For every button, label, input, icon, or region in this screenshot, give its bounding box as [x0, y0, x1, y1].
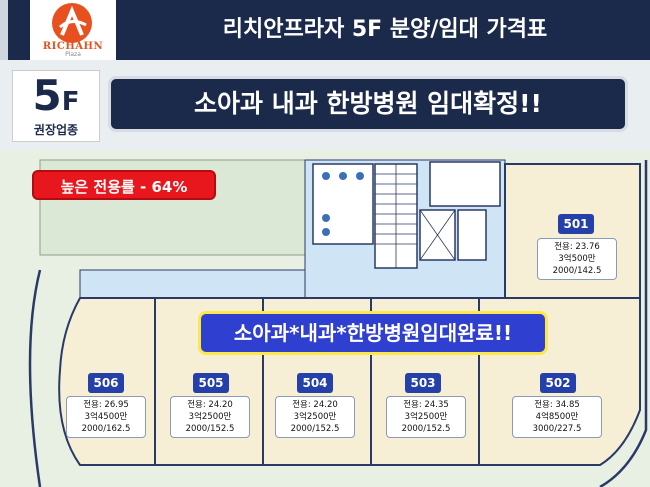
- unit-503-area-text: 전용: 24.35: [403, 400, 449, 410]
- header-stripe: [0, 0, 8, 60]
- floor-number-digit: 5: [32, 71, 62, 120]
- header-bar: RICHAHN Plaza 리치안프라자 5F 분양/임대 가격표: [0, 0, 650, 60]
- logo-a-icon: [59, 5, 87, 36]
- unit-506-price: 3억4500만: [84, 412, 128, 422]
- floor-category: 권장업종: [33, 123, 79, 137]
- unit-505-rent: 2000/152.5: [185, 424, 235, 434]
- unit-501-area-text: 전용: 23.76: [554, 242, 600, 252]
- headline-text: 소아과 내과 한방병원 임대확정!!: [194, 89, 542, 118]
- unit-info-501: 전용: 23.76 3억500만 2000/142.5: [537, 238, 617, 280]
- floor-badge: 5F 권장업종: [12, 70, 100, 142]
- unit-504-price: 3억2500만: [293, 412, 337, 422]
- brand-name: RICHAHN: [42, 41, 104, 52]
- unit-502-price: 4억8500만: [535, 412, 579, 422]
- stair-steps: [375, 164, 417, 268]
- unit-503-price: 3억2500만: [404, 412, 448, 422]
- unit-505-price: 3억2500만: [188, 412, 232, 422]
- unit-504-area-text: 전용: 24.20: [292, 400, 338, 410]
- brand-logo: RICHAHN Plaza: [30, 0, 116, 60]
- efficiency-callout: 높은 전용률 - 64%: [32, 170, 216, 200]
- unit-504-rent: 2000/152.5: [290, 424, 340, 434]
- unit-label-504: 504: [297, 373, 333, 393]
- unit-label-506: 506: [88, 373, 124, 393]
- unit-label-502: 502: [540, 373, 576, 393]
- unit-502-rent: 3000/227.5: [532, 424, 582, 434]
- unit-502-area-text: 전용: 34.85: [534, 400, 580, 410]
- unit-info-504: 전용: 24.20 3억2500만 2000/152.5: [275, 396, 355, 438]
- unit-501-price: 3억500만: [558, 254, 596, 264]
- headline-banner: 소아과 내과 한방병원 임대확정!!: [108, 76, 628, 132]
- logo-mark-icon: [52, 3, 92, 43]
- brand-sub: Plaza: [65, 51, 81, 58]
- unit-label-505: 505: [193, 373, 229, 393]
- exterior-wall-right: [599, 160, 648, 487]
- unit-506-area-text: 전용: 26.95: [83, 400, 129, 410]
- shaft: [429, 161, 501, 207]
- unit-505-area-text: 전용: 24.20: [187, 400, 233, 410]
- exterior-wall-left: [28, 269, 42, 487]
- unit-501-rent: 2000/142.5: [552, 266, 602, 276]
- unit-503-rent: 2000/152.5: [401, 424, 451, 434]
- unit-info-502: 전용: 34.85 4억8500만 3000/227.5: [512, 396, 602, 438]
- unit-label-501: 501: [558, 214, 594, 234]
- restroom-fixtures: [322, 172, 364, 236]
- page-title: 리치안프라자 5F 분양/임대 가격표: [222, 17, 548, 42]
- elevator-a-cross-2: [419, 209, 456, 261]
- elevator-b: [457, 209, 487, 261]
- unit-info-503: 전용: 24.35 3억2500만 2000/152.5: [386, 396, 466, 438]
- unit-info-505: 전용: 24.20 3억2500만 2000/152.5: [170, 396, 250, 438]
- unit-label-503: 503: [405, 373, 441, 393]
- floor-number: 5F: [13, 71, 99, 127]
- unit-506-rent: 2000/162.5: [81, 424, 131, 434]
- floor-number-suffix: F: [61, 87, 80, 117]
- unit-info-506: 전용: 26.95 3억4500만 2000/162.5: [66, 396, 146, 438]
- leased-callout: 소아과*내과*한방병원임대완료!!: [198, 311, 548, 355]
